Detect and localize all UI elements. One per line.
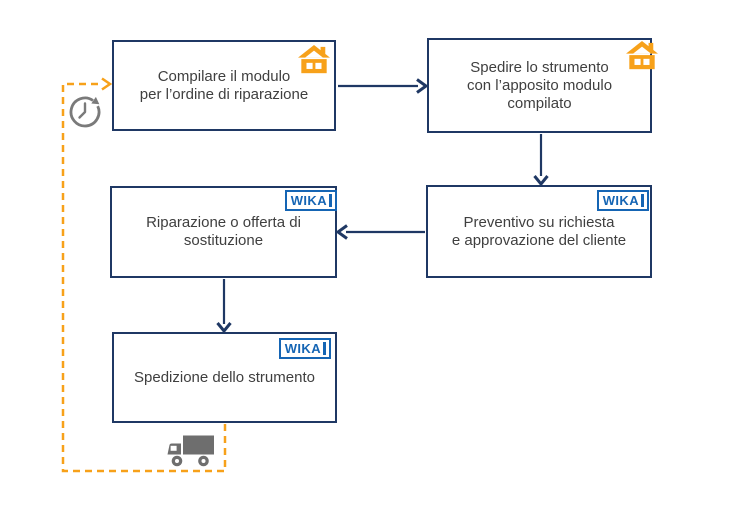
wika-logo-text: WIKA: [602, 193, 639, 208]
house-icon: [297, 45, 331, 76]
label-line: sostituzione: [183, 232, 264, 249]
wika-logo-bar: [641, 194, 644, 207]
delivery-truck-icon: [166, 434, 216, 468]
box-label-compile-form: Compilare il modulo per l’ordine di ripa…: [140, 68, 308, 104]
label-line: per l’ordine di riparazione: [139, 85, 309, 103]
flow-box-repair-offer: WIKA Riparazione o offerta di sostituzio…: [110, 186, 337, 278]
wika-logo-text: WIKA: [284, 341, 321, 356]
flow-box-shipment: WIKA Spedizione dello strumento: [112, 332, 337, 423]
house-icon: [625, 41, 659, 72]
wika-logo-bar: [323, 342, 326, 355]
wika-logo: WIKA: [596, 190, 649, 211]
clock-history-icon: [64, 90, 106, 132]
box-label-ship-instrument: Spedire lo strumento con l’apposito modu…: [467, 59, 612, 113]
label-line: con l’apposito modulo: [466, 76, 613, 94]
wika-logo: WIKA: [284, 190, 337, 211]
arrow-ship-to-quote: [533, 134, 549, 187]
label-line: Spedizione dello strumento: [134, 368, 315, 386]
label-line: Compilare il modulo: [157, 67, 291, 85]
arrow-repair-to-shipment: [216, 279, 232, 334]
label-line: e approvazione del cliente: [451, 231, 627, 249]
label-line: Riparazione o offerta di: [146, 214, 301, 231]
flow-box-ship-instrument: Spedire lo strumento con l’apposito modu…: [427, 38, 658, 133]
arrow-compile-to-ship: [338, 78, 429, 94]
box-label-quote-approval: Preventivo su richiesta e approvazione d…: [452, 214, 626, 250]
label-line: Spedire lo strumento: [470, 58, 609, 76]
box-label-shipment: Spedizione dello strumento: [134, 369, 315, 387]
box-label-repair-offer: Riparazione o offerta di sostituzione: [146, 214, 301, 250]
label-line: Preventivo su richiesta: [463, 213, 615, 231]
wika-logo-text: WIKA: [290, 193, 327, 208]
wika-logo-bar: [329, 194, 332, 207]
arrow-quote-to-repair: [335, 224, 425, 240]
wika-logo: WIKA: [278, 338, 331, 359]
label-line: compilato: [507, 94, 572, 112]
flow-box-quote-approval: WIKA Preventivo su richiesta e approvazi…: [426, 185, 652, 278]
flow-box-compile-form: Compilare il modulo per l’ordine di ripa…: [112, 40, 336, 131]
